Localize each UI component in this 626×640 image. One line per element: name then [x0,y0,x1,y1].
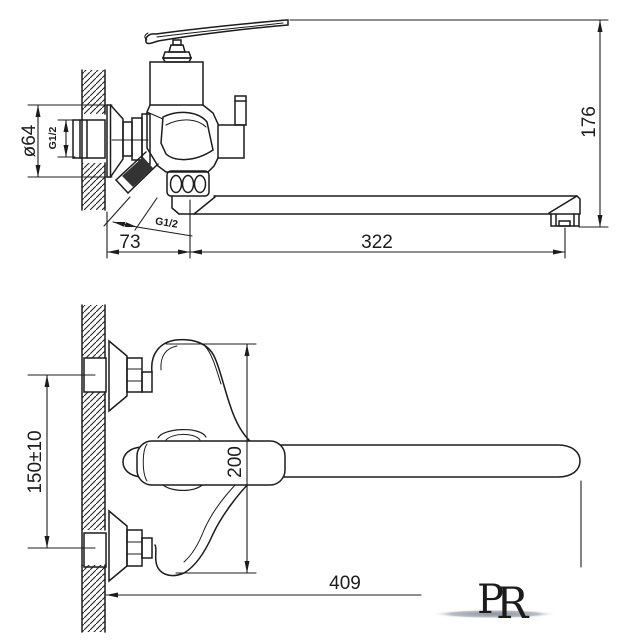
overall-width-label: 409 [329,573,361,594]
dim-overall-height [289,19,609,228]
handle-front [122,440,286,486]
dim-body-span [165,343,257,574]
inlet-spacing-label: 150±10 [25,430,46,493]
flange-diameter-label: ø64 [19,124,40,157]
spout-nut-side [166,170,210,197]
spout-front [277,444,581,478]
shower-outlet-thread-label: G1/2 [154,215,179,230]
logo-letter-p: P [477,577,504,623]
handle-lever-side [144,19,289,45]
body-span-label: 200 [225,446,246,478]
dim-shower-outlet-thread [103,196,193,237]
shower-outlet-side [115,151,159,194]
side-view: ø64 G1/2 73 322 176 G1/2 [19,19,609,259]
dim-overall-width [105,480,582,598]
wall-offset-label: 73 [119,232,140,253]
front-view: 150±10 200 409 [25,304,582,633]
inlet-thread-label: G1/2 [47,126,59,149]
brand-logo: P R [431,577,557,629]
inlet-connection-bottom [83,509,153,583]
wall-section-front [81,304,106,633]
dim-wall-offset-and-reach [106,199,566,259]
dim-inlet-thread [57,119,76,158]
spout-side [171,195,581,227]
dim-inlet-spacing [27,374,96,549]
diverter-port-side [217,95,247,159]
dim-flange-diameter [27,104,113,178]
logo-letter-r: R [496,579,530,629]
inlet-eccentric-side [72,119,149,159]
faucet-body-side [115,19,581,227]
logo-swoosh [431,609,557,619]
overall-height-label: 176 [579,106,600,138]
dimensions-front [27,343,582,598]
spout-reach-label: 322 [361,232,393,253]
wall-section-side [81,69,106,211]
dimensions-side [27,19,609,259]
